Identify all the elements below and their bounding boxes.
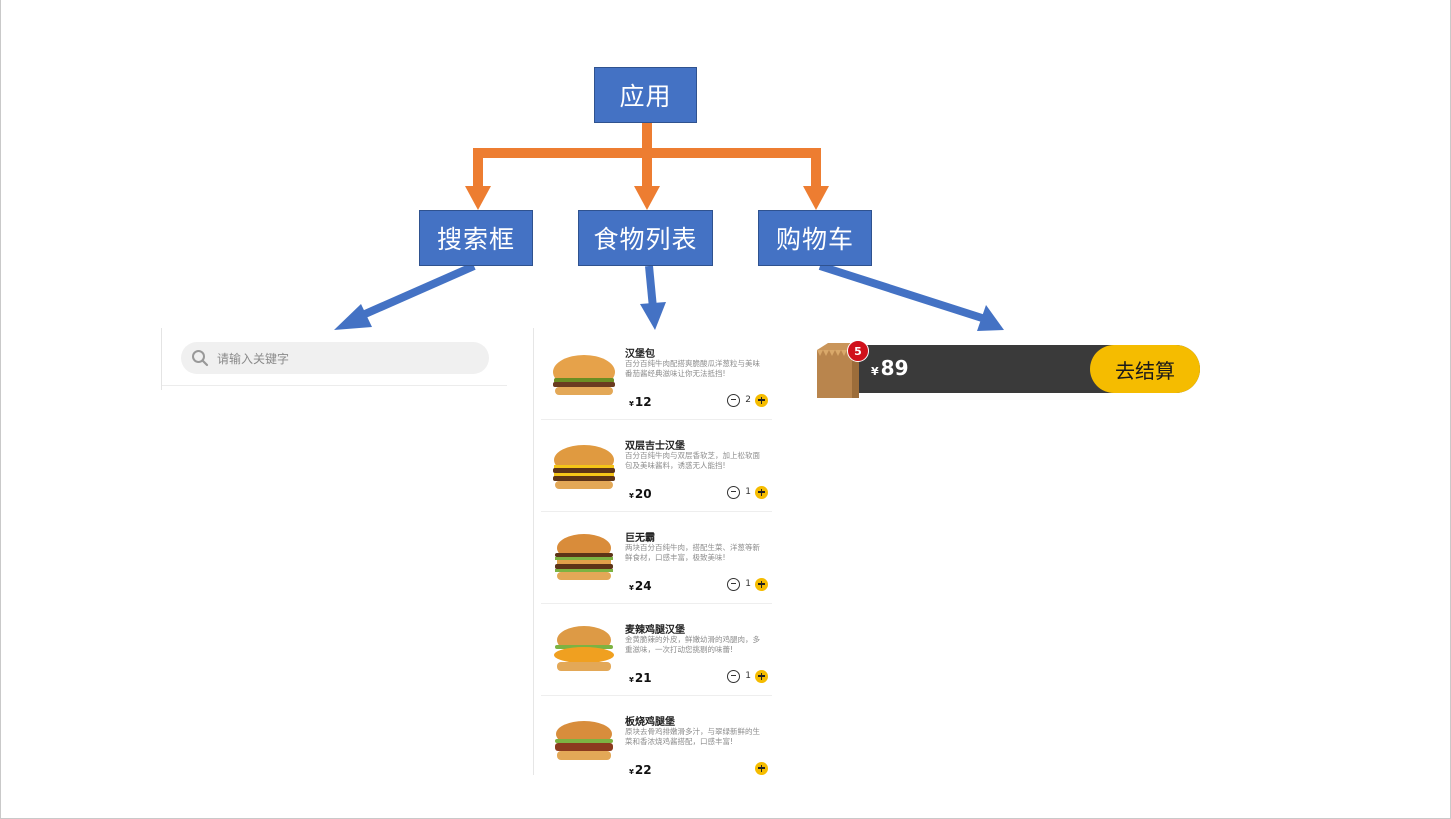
cart-bar: ¥89 去结算 — [850, 345, 1200, 393]
pointer-head-cart — [977, 305, 1004, 331]
cart-total: ¥89 — [871, 356, 909, 380]
pointer-arrowheads — [334, 302, 1004, 331]
tree-arrows — [473, 122, 821, 188]
quantity-stepper: 2 — [727, 393, 768, 407]
tree-arrowheads — [465, 186, 829, 210]
food-item: 板烧鸡腿堡 原块去骨鸡排嫩滑多汁，与翠绿新鲜的生菜和香浓烧鸡酱搭配，口感丰富! … — [541, 696, 772, 775]
plus-button[interactable] — [755, 761, 768, 775]
pointer-arrows — [354, 262, 984, 322]
plus-button[interactable] — [755, 577, 768, 591]
quantity-stepper: 1 — [727, 577, 768, 591]
minus-button[interactable] — [727, 393, 741, 407]
minus-button[interactable] — [727, 485, 741, 499]
food-item: 巨无霸 两块百分百纯牛肉，搭配生菜、洋葱等新鲜食材，口感丰富，极致美味! ¥24… — [541, 512, 772, 604]
burger-image — [553, 445, 615, 489]
food-name: 巨无霸 — [625, 533, 655, 544]
search-divider — [162, 385, 507, 386]
food-price: ¥12 — [629, 395, 652, 409]
quantity-value: 2 — [745, 395, 751, 405]
cart-count-badge: 5 — [847, 340, 869, 362]
burger-image — [554, 626, 614, 671]
burger-image — [555, 721, 613, 760]
arrowhead-search — [465, 186, 491, 210]
checkout-button[interactable]: 去结算 — [1090, 345, 1200, 393]
pointer-cart — [818, 262, 984, 322]
node-root: 应用 — [594, 67, 697, 123]
food-price: ¥22 — [629, 763, 652, 775]
arrowhead-food — [634, 186, 660, 210]
pointer-head-food — [640, 302, 666, 330]
quantity-stepper — [755, 761, 768, 775]
node-search: 搜索框 — [419, 210, 533, 266]
food-price: ¥20 — [629, 487, 652, 501]
quantity-value: 1 — [745, 579, 751, 589]
node-food-list: 食物列表 — [578, 210, 713, 266]
arrowhead-cart — [803, 186, 829, 210]
food-name: 汉堡包 — [625, 349, 655, 360]
food-item: 双层吉士汉堡 百分百纯牛肉与双层香软芝，加上松软面包及美味酱料，诱惑无人能挡! … — [541, 420, 772, 512]
search-input[interactable]: 请输入关键字 — [181, 342, 489, 374]
pointer-head-search — [334, 304, 372, 330]
search-panel: 请输入关键字 — [161, 328, 507, 390]
food-item: 汉堡包 百分百纯牛肉配搭爽脆酸瓜洋葱粒与美味番茄酱经典滋味让你无法抵挡! ¥12… — [541, 328, 772, 420]
minus-button[interactable] — [727, 669, 741, 683]
node-cart: 购物车 — [758, 210, 872, 266]
food-desc: 百分百纯牛肉与双层香软芝，加上松软面包及美味酱料，诱惑无人能挡! — [625, 451, 760, 470]
pointer-food — [645, 265, 657, 309]
pointer-search — [354, 262, 476, 322]
search-icon — [192, 350, 209, 367]
food-item: 麦辣鸡腿汉堡 金黄脆辣的外皮，鲜嫩幼滑的鸡腿肉，多重滋味，一次打动您挑剔的味蕾!… — [541, 604, 772, 696]
food-list: 汉堡包 百分百纯牛肉配搭爽脆酸瓜洋葱粒与美味番茄酱经典滋味让你无法抵挡! ¥12… — [533, 328, 773, 775]
food-price: ¥24 — [629, 579, 652, 593]
burger-image — [553, 355, 615, 395]
plus-button[interactable] — [755, 393, 768, 407]
burger-image — [555, 534, 613, 580]
plus-button[interactable] — [755, 669, 768, 683]
food-desc: 两块百分百纯牛肉，搭配生菜、洋葱等新鲜食材，口感丰富，极致美味! — [625, 543, 760, 562]
food-desc: 原块去骨鸡排嫩滑多汁，与翠绿新鲜的生菜和香浓烧鸡酱搭配，口感丰富! — [625, 727, 760, 746]
plus-button[interactable] — [755, 485, 768, 499]
quantity-value: 1 — [745, 487, 751, 497]
quantity-stepper: 1 — [727, 669, 768, 683]
minus-button[interactable] — [727, 577, 741, 591]
food-desc: 百分百纯牛肉配搭爽脆酸瓜洋葱粒与美味番茄酱经典滋味让你无法抵挡! — [625, 359, 760, 378]
quantity-value: 1 — [745, 671, 751, 681]
search-placeholder: 请输入关键字 — [217, 351, 290, 366]
food-name: 麦辣鸡腿汉堡 — [625, 625, 685, 636]
food-name: 双层吉士汉堡 — [625, 441, 685, 452]
food-desc: 金黄脆辣的外皮，鲜嫩幼滑的鸡腿肉，多重滋味，一次打动您挑剔的味蕾! — [625, 635, 760, 654]
quantity-stepper: 1 — [727, 485, 768, 499]
food-name: 板烧鸡腿堡 — [625, 717, 675, 728]
food-price: ¥21 — [629, 671, 652, 685]
